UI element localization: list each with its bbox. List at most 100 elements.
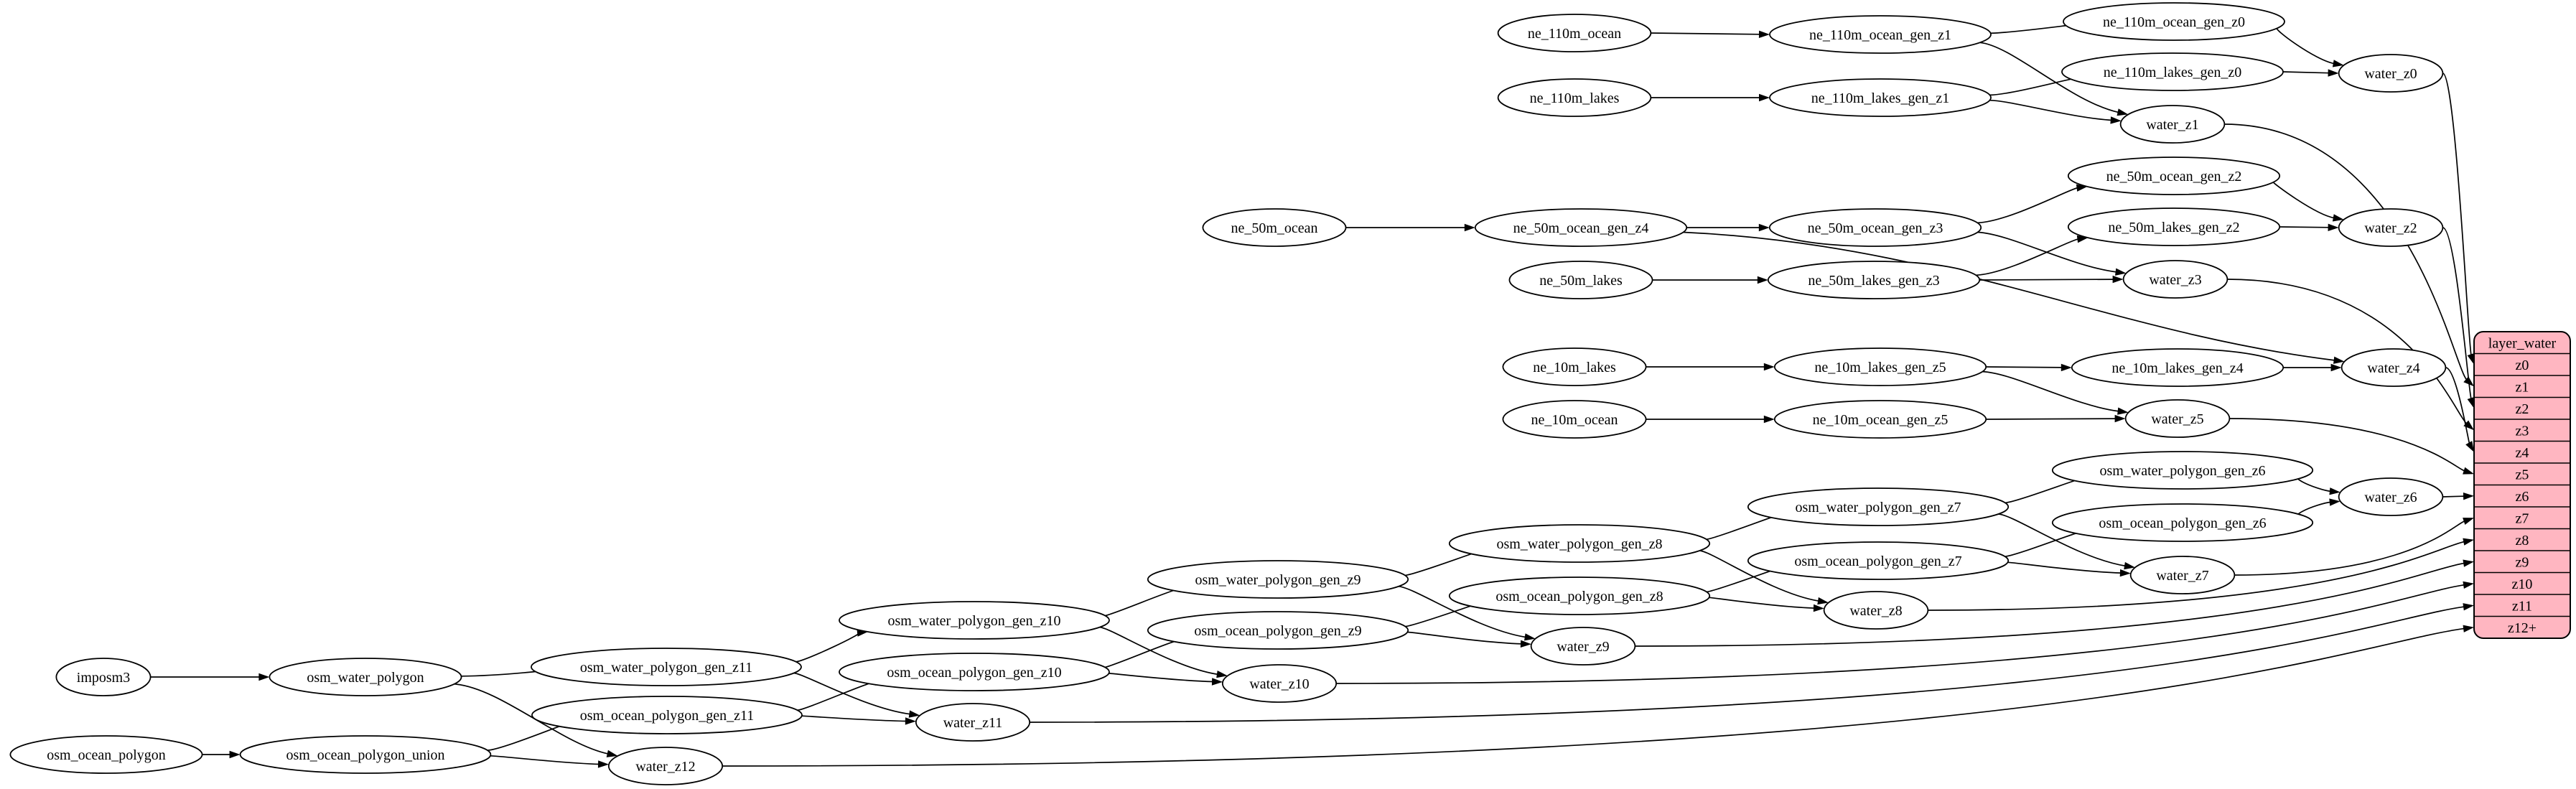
arrowhead-icon [2114, 414, 2126, 423]
table-row-z4: z4 [2516, 445, 2529, 461]
node-label-water_z9: water_z9 [1557, 639, 1609, 655]
arrowhead-icon [2463, 581, 2474, 589]
node-imposm3: imposm3 [55, 658, 151, 696]
edge-osm_ocean_polygon-to-osm_ocean_polygon_union [202, 750, 241, 759]
node-water_z3: water_z3 [2122, 260, 2229, 299]
node-label-water_z11: water_z11 [943, 715, 1003, 731]
node-ne_50m_lakes_gen_z2: ne_50m_lakes_gen_z2 [2067, 207, 2281, 246]
node-label-ne_50m_lakes_gen_z3: ne_50m_lakes_gen_z3 [1808, 273, 1939, 289]
arrowhead-icon [2467, 353, 2475, 365]
arrowhead-icon [2328, 69, 2339, 77]
edge-ne_50m_ocean_gen_z2-to-water_z2 [2272, 181, 2344, 222]
arrowhead-icon [1211, 678, 1223, 686]
node-osm_ocean_polygon_gen_z9: osm_ocean_polygon_gen_z9 [1147, 611, 1409, 650]
edge-ne_110m_ocean_gen_z0-to-water_z0 [2276, 27, 2344, 67]
edge-osm_water_polygon_gen_z9-to-water_z9 [1398, 585, 1536, 641]
node-osm_ocean_polygon_union: osm_ocean_polygon_union [239, 735, 492, 774]
node-label-osm_water_polygon_gen_z10: osm_water_polygon_gen_z10 [887, 613, 1060, 629]
table-row-z11: z11 [2512, 598, 2532, 614]
table-row-z0: z0 [2516, 358, 2529, 373]
edge-osm_water_polygon_gen_z7-to-water_z7 [1998, 513, 2135, 570]
node-ne_10m_ocean: ne_10m_ocean [1502, 400, 1647, 439]
node-label-osm_water_polygon_gen_z8: osm_water_polygon_gen_z8 [1496, 536, 1662, 552]
node-water_z5: water_z5 [2124, 399, 2231, 438]
arrowhead-icon [2112, 275, 2124, 284]
node-label-osm_water_polygon_gen_z7: osm_water_polygon_gen_z7 [1795, 500, 1961, 515]
node-osm_water_polygon_gen_z8: osm_water_polygon_gen_z8 [1448, 524, 1711, 563]
node-label-ne_110m_ocean: ne_110m_ocean [1528, 26, 1621, 42]
arrowhead-icon [2463, 518, 2474, 525]
node-label-water_z7: water_z7 [2156, 568, 2208, 584]
table-layer_water: layer_waterz0z1z2z3z4z5z6z7z8z9z10z11z12… [2473, 331, 2571, 639]
arrowhead-icon [2463, 559, 2474, 567]
edge-osm_ocean_polygon_gen_z10-to-water_z10 [1109, 673, 1223, 686]
node-label-osm_ocean_polygon_gen_z9: osm_ocean_polygon_gen_z9 [1194, 623, 1361, 639]
arrowhead-icon [2463, 420, 2474, 431]
node-label-osm_ocean_polygon_gen_z10: osm_ocean_polygon_gen_z10 [887, 665, 1061, 681]
edge-water_z0-to-layer_water:z0 [2442, 73, 2475, 365]
table-row-z8: z8 [2516, 533, 2529, 548]
node-label-water_z5: water_z5 [2151, 411, 2203, 427]
table-layer: layer_waterz0z1z2z3z4z5z6z7z8z9z10z11z12… [2473, 331, 2571, 639]
node-label-water_z8: water_z8 [1849, 603, 1902, 619]
node-label-ne_110m_lakes: ne_110m_lakes [1530, 90, 1620, 106]
edge-ne_10m_lakes_gen_z5-to-water_z5 [1982, 370, 2129, 415]
arrowhead-icon [857, 629, 868, 637]
edge-ne_10m_lakes_gen_z5-to-ne_10m_lakes_gen_z4 [1986, 363, 2072, 372]
node-ne_50m_ocean: ne_50m_ocean [1202, 208, 1347, 247]
edge-osm_water_polygon-to-water_z12 [454, 683, 618, 757]
node-label-osm_water_polygon_gen_z11: osm_water_polygon_gen_z11 [580, 660, 752, 676]
edge-water_z4-to-layer_water:z4 [2445, 367, 2474, 452]
edge-ne_110m_lakes_gen_z1-to-water_z1 [1989, 99, 2122, 124]
edge-ne_50m_lakes_gen_z2-to-water_z2 [2279, 223, 2339, 231]
node-ne_10m_lakes_gen_z5: ne_10m_lakes_gen_z5 [1773, 347, 1987, 386]
node-label-water_z6: water_z6 [2364, 490, 2417, 505]
node-osm_ocean_polygon: osm_ocean_polygon [9, 735, 203, 774]
node-label-water_z12: water_z12 [635, 759, 695, 775]
edge-ne_110m_lakes-to-ne_110m_lakes_gen_z1 [1651, 93, 1770, 102]
edge-imposm3-to-osm_water_polygon [150, 673, 270, 681]
node-label-ne_110m_lakes_gen_z1: ne_110m_lakes_gen_z1 [1811, 90, 1950, 106]
arrowhead-icon [2329, 487, 2341, 495]
table-row-z5: z5 [2516, 467, 2529, 482]
node-ne_110m_lakes_gen_z1: ne_110m_lakes_gen_z1 [1769, 78, 1992, 117]
edge-water_z10-to-layer_water:z10 [1336, 581, 2474, 684]
edge-ne_10m_lakes-to-ne_10m_lakes_gen_z5 [1646, 363, 1775, 371]
arrowhead-icon [1763, 415, 1775, 424]
node-label-ne_50m_ocean: ne_50m_ocean [1231, 220, 1317, 236]
edge-osm_ocean_polygon_gen_z7-to-water_z7 [2007, 561, 2131, 577]
node-label-ne_50m_lakes: ne_50m_lakes [1539, 273, 1623, 289]
node-ne_110m_ocean_gen_z1: ne_110m_ocean_gen_z1 [1769, 15, 1992, 54]
table-row-z3: z3 [2516, 423, 2529, 439]
arrowhead-icon [2333, 356, 2345, 364]
edge-ne_110m_lakes_gen_z0-to-water_z0 [2282, 69, 2339, 77]
nodes-layer: ne_110m_ocean ne_110m_ocean_gen_z1 ne_110m… [9, 2, 2447, 785]
arrowhead-icon [2463, 538, 2474, 546]
edge-osm_ocean_polygon_union-to-water_z12 [490, 755, 610, 768]
arrowhead-icon [2463, 603, 2474, 611]
edge-water_z9-to-layer_water:z9 [1635, 559, 2474, 647]
arrowhead-icon [2465, 441, 2474, 452]
node-water_z7: water_z7 [2129, 556, 2236, 594]
arrowhead-icon [2332, 60, 2344, 67]
node-water_z11: water_z11 [915, 703, 1031, 742]
arrowhead-icon [229, 750, 241, 759]
node-label-ne_10m_lakes_gen_z5: ne_10m_lakes_gen_z5 [1814, 360, 1946, 375]
arrowhead-icon [2330, 363, 2342, 372]
table-row-z7: z7 [2516, 510, 2529, 526]
node-label-osm_ocean_polygon_gen_z11: osm_ocean_polygon_gen_z11 [580, 708, 755, 724]
node-label-imposm3: imposm3 [77, 670, 130, 686]
table-row-z1: z1 [2516, 379, 2529, 395]
edge-ne_110m_ocean-to-ne_110m_ocean_gen_z1 [1651, 30, 1770, 38]
edge-water_z1-to-layer_water:z1 [2224, 123, 2474, 387]
node-label-osm_ocean_polygon_gen_z8: osm_ocean_polygon_gen_z8 [1495, 589, 1663, 604]
arrowhead-icon [2463, 625, 2474, 632]
node-water_z12: water_z12 [607, 747, 724, 785]
edge-osm_ocean_polygon_gen_z8-to-water_z8 [1709, 597, 1824, 612]
edge-ne_50m_ocean-to-ne_50m_ocean_gen_z4 [1345, 223, 1475, 232]
edge-osm_water_polygon_gen_z11-to-water_z11 [793, 672, 920, 718]
node-label-ne_110m_lakes_gen_z0: ne_110m_lakes_gen_z0 [2104, 65, 2242, 80]
node-water_z9: water_z9 [1530, 627, 1636, 666]
node-water_z10: water_z10 [1221, 664, 1338, 703]
node-label-osm_ocean_polygon: osm_ocean_polygon [47, 747, 166, 763]
